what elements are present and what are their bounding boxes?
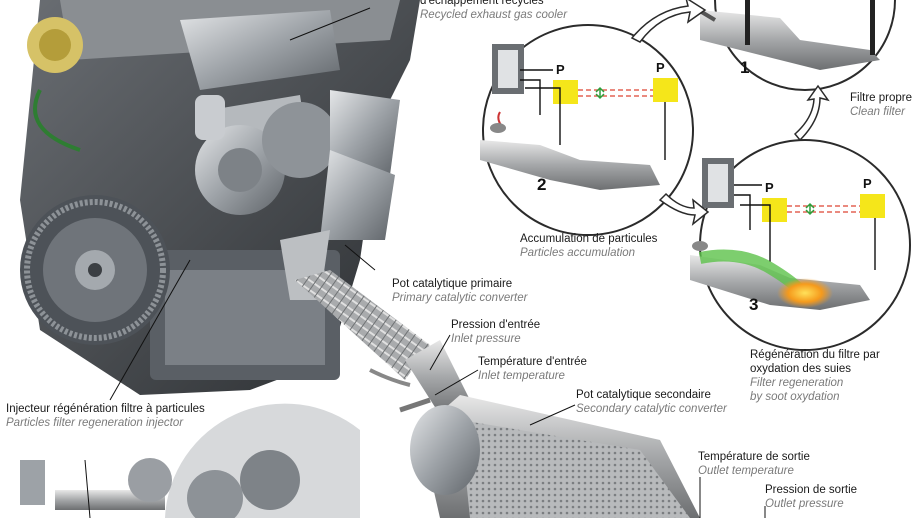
label-secondary-cat-fr: Pot catalytique secondaire [576, 389, 711, 401]
label-secondary-cat: Pot catalytique secondaire Secondary cat… [576, 388, 727, 416]
label-inlet-pressure-en: Inlet pressure [451, 333, 521, 345]
label-inlet-temperature: Température d'entrée Inlet temperature [478, 355, 587, 383]
secondary-cat [410, 395, 700, 518]
label-regeneration-en-2: by soot oxydation [750, 391, 840, 403]
label-outlet-pressure-fr: Pression de sortie [765, 484, 858, 496]
circle-clean-filter [688, 0, 896, 91]
turbocharger [195, 90, 400, 215]
primary-cat-shell [320, 150, 395, 240]
step-number-3: 3 [749, 295, 759, 314]
label-inlet-temperature-fr: Température d'entrée [478, 356, 587, 368]
label-inlet-temperature-en: Inlet temperature [478, 370, 565, 382]
label-outlet-temperature-en: Outlet temperature [698, 465, 794, 477]
flex-pipe [295, 270, 430, 380]
step-number-2: 2 [537, 175, 547, 194]
label-egr-cooler: d'échappement recyclés Recycled exhaust … [420, 0, 567, 22]
label-outlet-pressure: Pression de sortie Outlet pressure [765, 483, 857, 511]
label-secondary-cat-en: Secondary catalytic converter [576, 403, 727, 415]
label-egr-cooler-en: Recycled exhaust gas cooler [420, 9, 568, 21]
label-injector-fr: Injecteur régénération filtre à particul… [6, 403, 205, 415]
label-accumulation: Accumulation de particules Particles acc… [520, 232, 657, 260]
pressure-label-inlet-2: P [556, 62, 565, 77]
circle-regeneration [690, 139, 911, 351]
cycle-arrows [630, 0, 830, 226]
label-injector-en: Particles filter regeneration injector [6, 417, 184, 429]
label-clean-filter: Filtre propre Clean filter [850, 91, 912, 119]
label-inlet-pressure: Pression d'entrée Inlet pressure [451, 318, 540, 346]
injector-magnifier [20, 403, 360, 518]
label-primary-cat-fr: Pot catalytique primaire [392, 278, 513, 290]
label-inlet-pressure-fr: Pression d'entrée [451, 319, 541, 331]
label-clean-filter-fr: Filtre propre [850, 92, 912, 104]
label-regeneration-fr-2: oxydation des suies [750, 363, 852, 375]
label-outlet-temperature-fr: Température de sortie [698, 451, 810, 463]
step-number-1: 1 [740, 58, 750, 77]
flywheel [20, 195, 170, 345]
label-accumulation-en: Particles accumulation [520, 247, 636, 259]
circle-accumulation [480, 24, 694, 236]
label-outlet-pressure-en: Outlet pressure [765, 498, 844, 510]
label-accumulation-fr: Accumulation de particules [520, 233, 658, 245]
pressure-label-outlet-2: P [656, 60, 665, 75]
label-egr-cooler-fr: d'échappement recyclés [420, 0, 544, 7]
label-primary-cat-en: Primary catalytic converter [392, 292, 528, 304]
label-regeneration-en-1: Filter regeneration [750, 377, 844, 389]
label-regeneration: Régénération du filtre par oxydation des… [750, 348, 880, 404]
label-clean-filter-en: Clean filter [850, 106, 905, 118]
label-injector: Injecteur régénération filtre à particul… [6, 402, 205, 430]
label-primary-cat: Pot catalytique primaire Primary catalyt… [392, 277, 527, 305]
pressure-label-outlet-3: P [863, 176, 872, 191]
label-outlet-temperature: Température de sortie Outlet temperature [698, 450, 810, 478]
pressure-label-inlet-3: P [765, 180, 774, 195]
label-regeneration-fr-1: Régénération du filtre par [750, 349, 880, 361]
